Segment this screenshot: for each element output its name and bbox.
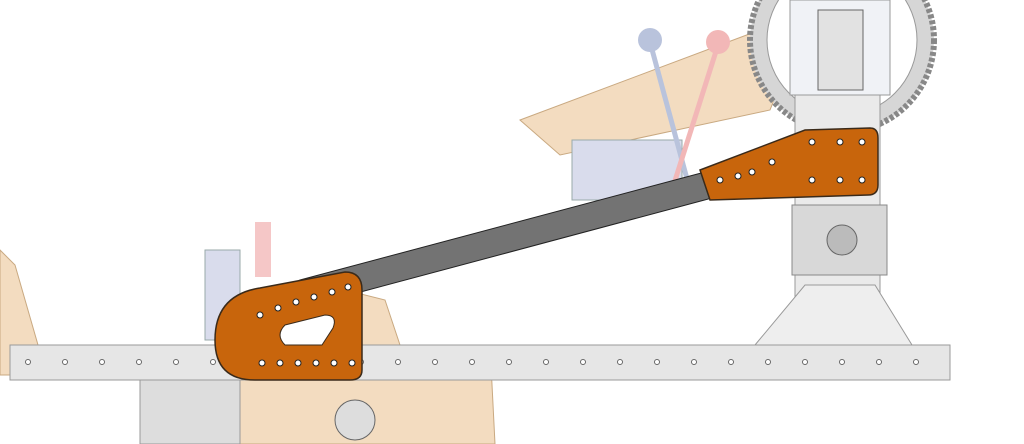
frame-rail <box>9 344 951 381</box>
hole <box>136 359 142 365</box>
lever-blue-knob <box>638 28 662 52</box>
hole <box>836 138 844 146</box>
hole <box>62 359 68 365</box>
hole <box>173 359 179 365</box>
hole <box>395 359 401 365</box>
hole <box>276 359 284 367</box>
hole <box>839 359 845 365</box>
hole <box>25 359 31 365</box>
hole <box>348 359 356 367</box>
pulley <box>334 399 376 441</box>
hole <box>328 288 336 296</box>
hole <box>310 293 318 301</box>
lever-blue <box>647 41 693 191</box>
hole <box>734 172 742 180</box>
hole <box>765 359 771 365</box>
hole <box>543 359 549 365</box>
arm-plate-holes <box>256 138 866 367</box>
hole <box>913 359 919 365</box>
arm-plate-upper <box>699 127 879 201</box>
hole <box>312 359 320 367</box>
hole <box>716 176 724 184</box>
hole <box>691 359 697 365</box>
lever-pink <box>669 44 721 191</box>
hole <box>858 138 866 146</box>
hole <box>99 359 105 365</box>
servo-middle-horn <box>826 224 858 256</box>
hole <box>506 359 512 365</box>
hole <box>654 359 660 365</box>
hole <box>469 359 475 365</box>
arm-plate-lower-slot <box>279 314 335 346</box>
hole <box>274 304 282 312</box>
hole <box>802 359 808 365</box>
hole <box>748 168 756 176</box>
lever-stub <box>255 222 271 277</box>
hole <box>808 138 816 146</box>
hole <box>808 176 816 184</box>
hole <box>344 283 352 291</box>
hole <box>836 176 844 184</box>
hole <box>292 298 300 306</box>
hole <box>256 311 264 319</box>
hole <box>876 359 882 365</box>
hole <box>728 359 734 365</box>
hole <box>258 359 266 367</box>
hole <box>432 359 438 365</box>
hole <box>330 359 338 367</box>
hole <box>617 359 623 365</box>
hole <box>580 359 586 365</box>
hole <box>768 158 776 166</box>
hole <box>294 359 302 367</box>
lever-pink-knob <box>706 30 730 54</box>
hole <box>858 176 866 184</box>
lower-block <box>139 379 241 444</box>
hole <box>210 359 216 365</box>
servo-top-body <box>817 9 864 91</box>
